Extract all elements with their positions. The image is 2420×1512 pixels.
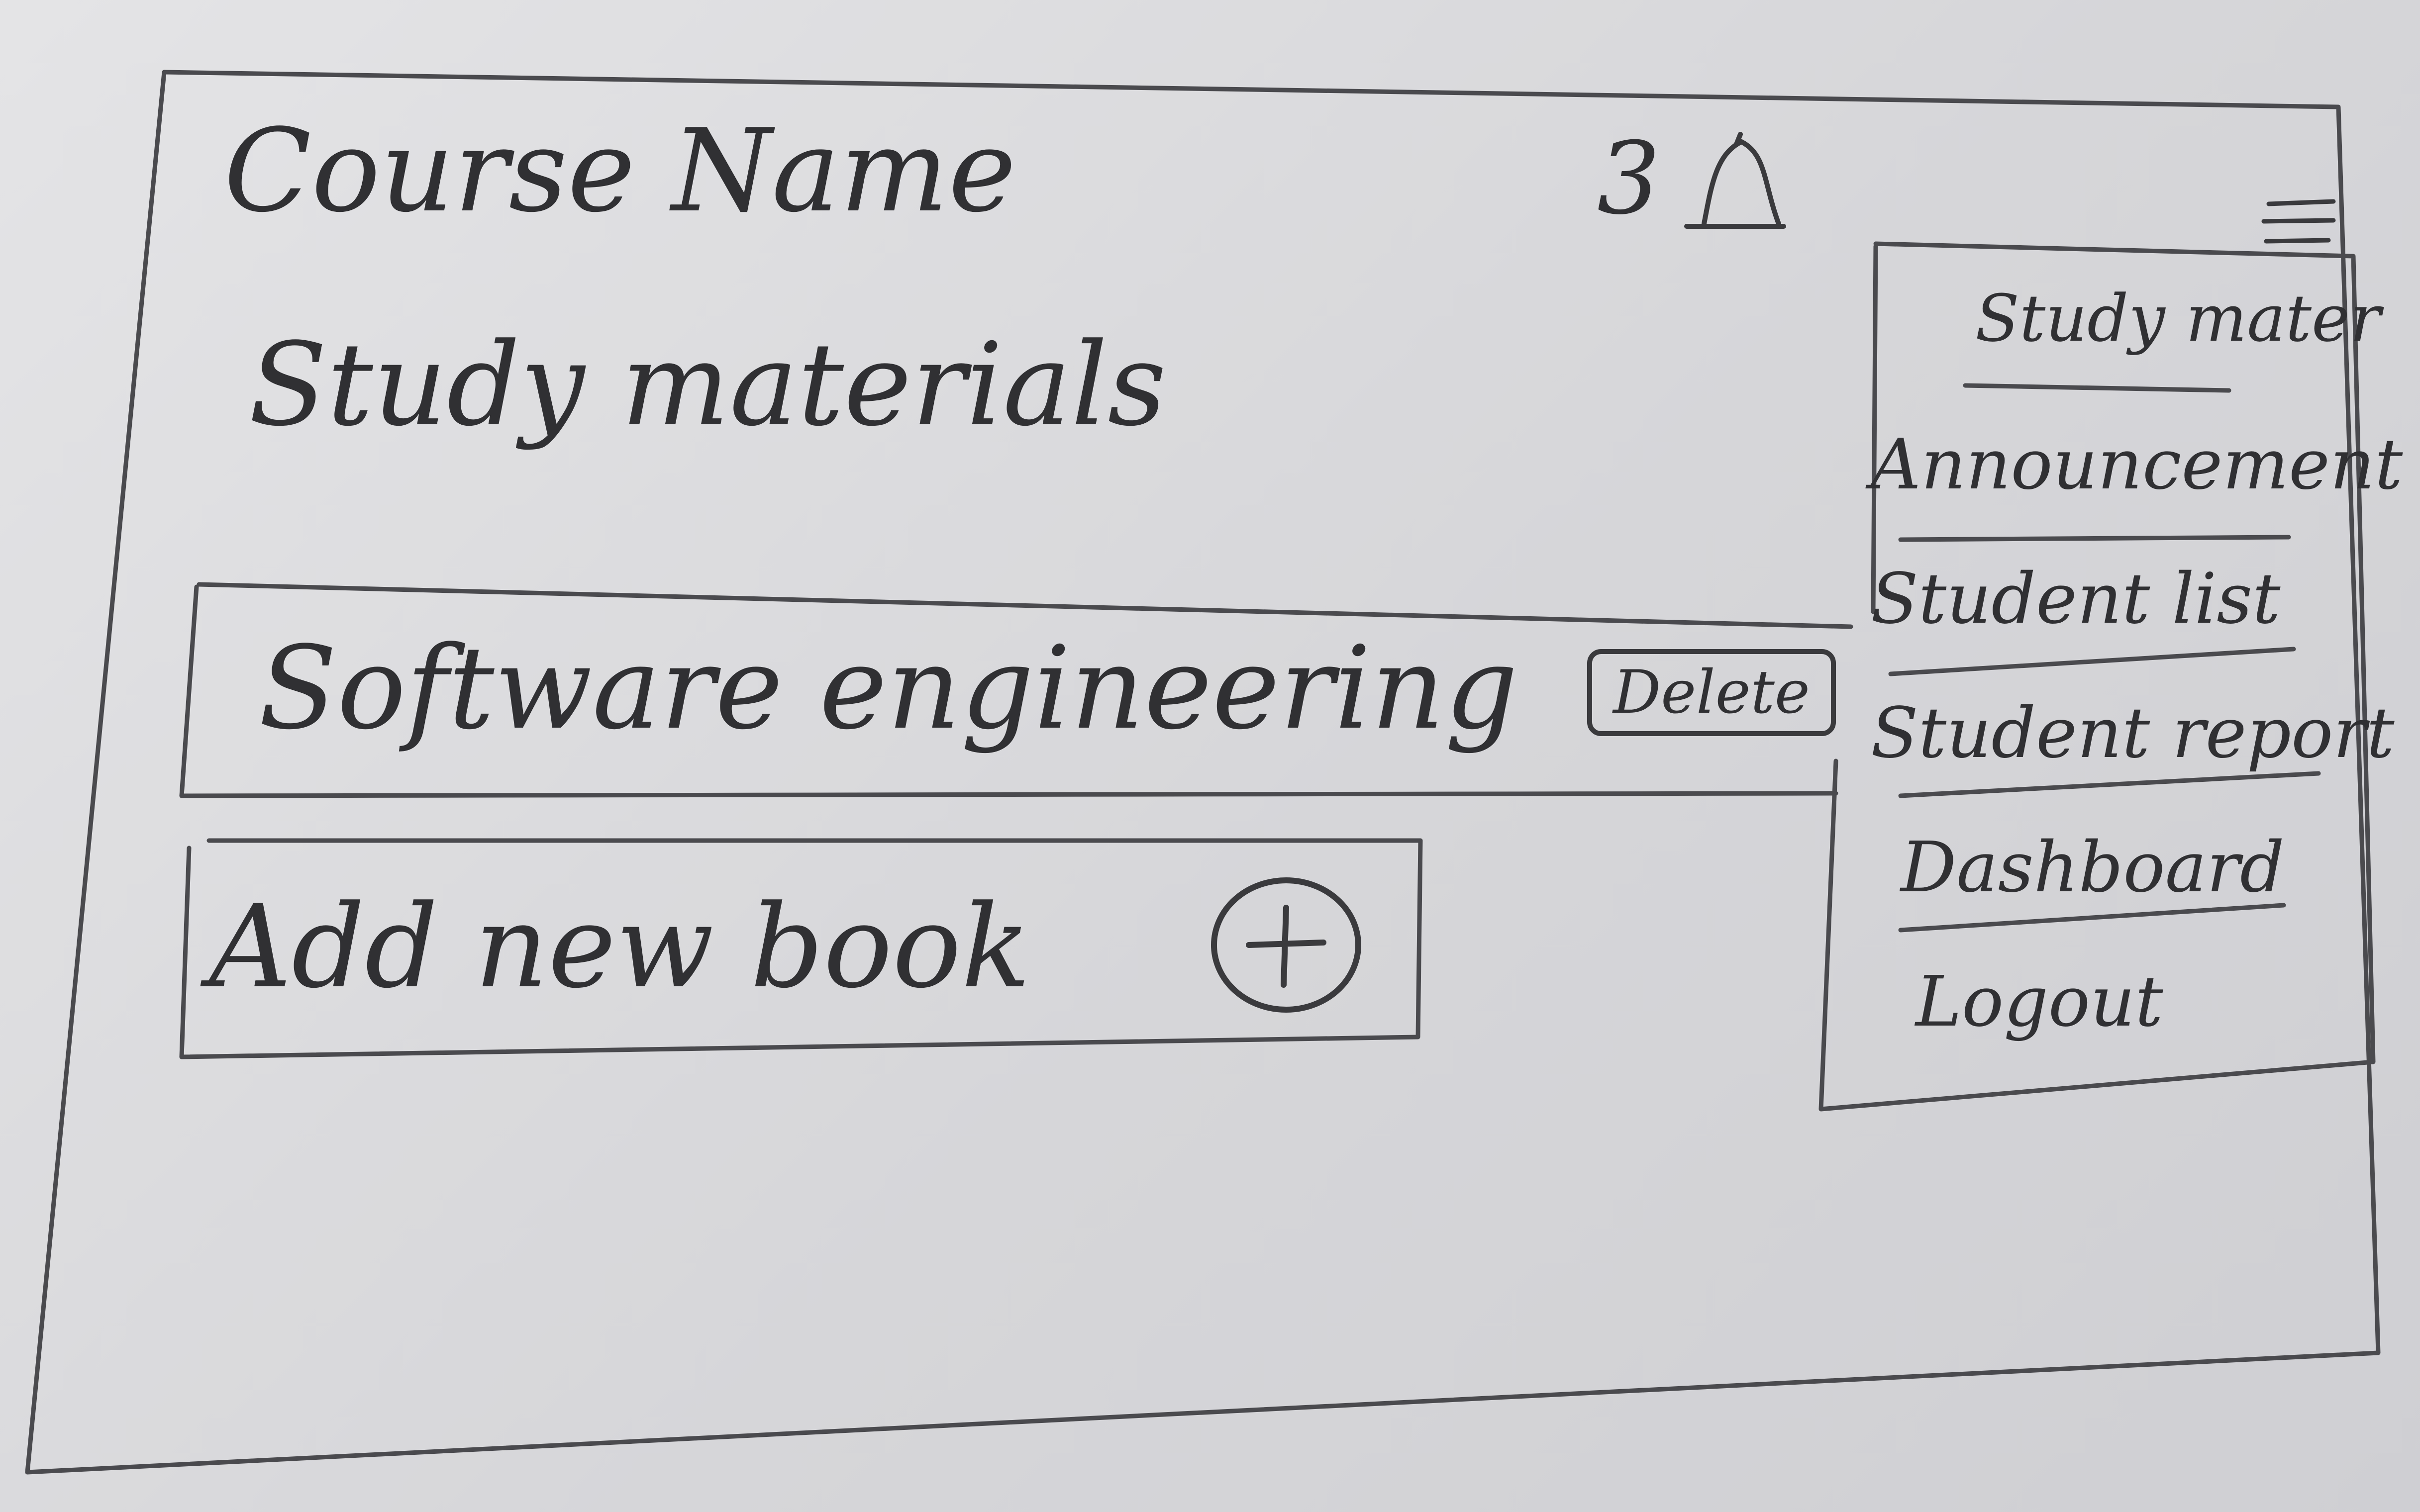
menu-item-dashboard[interactable]: Dashboard — [1856, 806, 2358, 935]
side-menu-border — [1818, 241, 2376, 1112]
menu-item-announcement[interactable]: Announcement — [1856, 403, 2403, 532]
bell-icon[interactable] — [1677, 124, 1796, 239]
menu-item-student-list[interactable]: Student list — [1856, 537, 2358, 666]
hamburger-menu-icon[interactable] — [2259, 196, 2338, 251]
notification-count-badge[interactable]: 3 — [1597, 121, 1661, 237]
menu-item-logout[interactable]: Logout — [1856, 940, 2358, 1069]
add-new-book-button[interactable]: Add new book — [189, 841, 1413, 1040]
menu-item-student-report[interactable]: Student report — [1856, 671, 2395, 801]
section-title: Study materials — [249, 319, 1167, 452]
page-title: Course Name — [224, 105, 1016, 238]
menu-item-label: Student list — [1871, 559, 2281, 640]
menu-item-label: Student report — [1871, 693, 2395, 774]
add-book-border — [179, 838, 1423, 1059]
menu-item-study-materials[interactable]: Study mater — [1856, 259, 2381, 388]
window-border — [25, 70, 2381, 1475]
material-row[interactable]: Software engineering Delete — [184, 594, 1841, 788]
material-row-border — [179, 582, 1853, 798]
menu-item-label: Announcement — [1871, 424, 2403, 505]
menu-item-label: Dashboard — [1901, 827, 2285, 908]
menu-item-label: Logout — [1916, 961, 2163, 1042]
side-menu: Study mater Announcement Student list St… — [1841, 244, 2403, 1109]
add-book-label: Add new book — [209, 881, 1031, 1014]
material-name[interactable]: Software engineering — [259, 622, 1518, 755]
menu-item-label: Study mater — [1975, 281, 2381, 356]
delete-button[interactable]: Delete — [1587, 649, 1836, 736]
plus-circle-icon[interactable] — [1204, 870, 1368, 1020]
